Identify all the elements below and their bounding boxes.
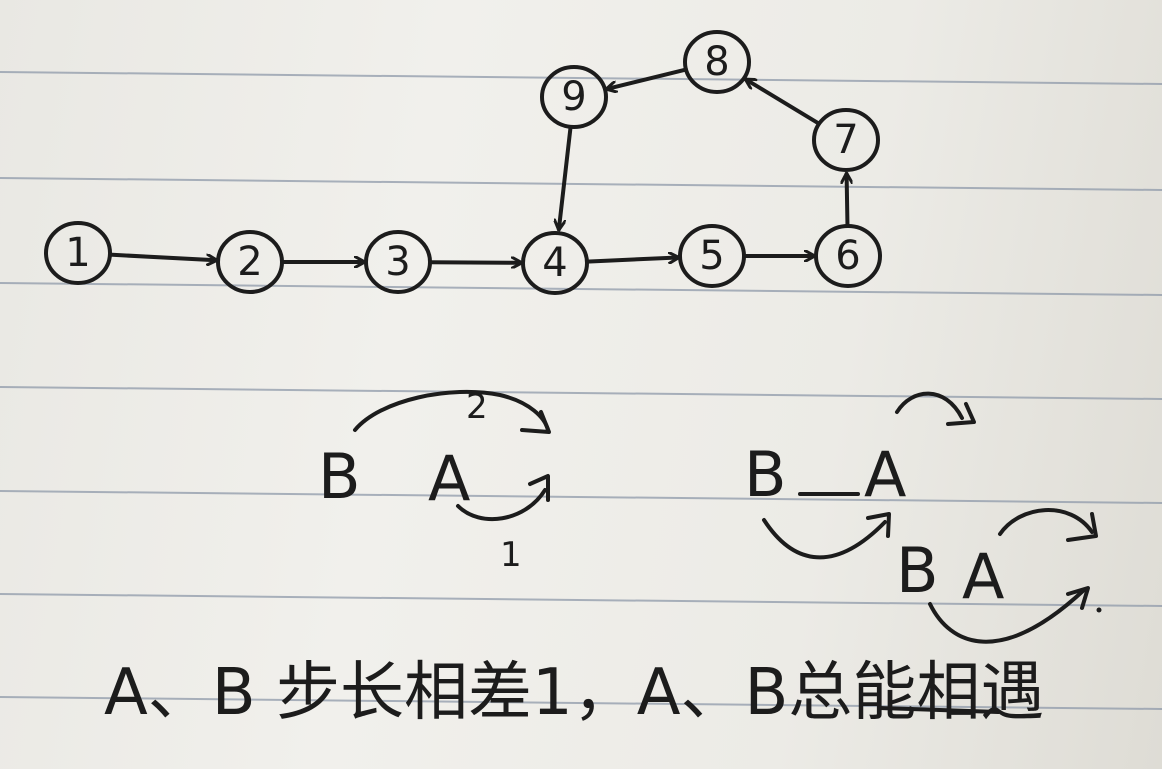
node-label: 5 [699,233,724,279]
node-circle [812,108,880,172]
step-arrow-a-before [895,391,964,420]
pointer-illustration-right: B A B A [744,391,1102,644]
edge-8-to-9 [607,67,688,89]
edge-7-to-8 [746,80,821,126]
caption-text: A、B 步长相差1，A、B总能相遇 [104,656,1044,730]
node-label: 3 [385,239,410,285]
ruled-line [0,71,1162,85]
node-1: 1 [44,221,112,285]
ink-dot [1096,607,1102,613]
graph-nodes: 1 2 3 4 5 6 7 8 9 [44,30,882,295]
ruled-line [0,282,1162,296]
pointer-illustration-left: B A 2 1 [318,387,551,575]
pointer-a-before-label: A [864,438,906,511]
node-2: 2 [216,230,284,294]
ruled-line [0,386,1162,400]
ruled-line [0,177,1162,191]
node-label: 9 [561,74,586,120]
pointer-b-before-label: B [744,438,787,511]
node-label: 6 [835,233,860,279]
ruled-line [0,593,1162,607]
node-circle [364,230,432,294]
step-arrow-a-before-head [946,402,976,426]
edge-6-to-7 [847,174,848,227]
ruled-line [0,696,1162,710]
node-circle [44,221,112,285]
graph-edges [107,67,848,263]
step-arrow-a-after-head [1066,512,1098,542]
node-7: 7 [812,108,880,172]
step-arrow-b-head [520,410,551,434]
step-arrow-b [353,389,550,432]
ruled-line [0,490,1162,504]
node-9: 9 [540,65,608,129]
edge-4-to-5 [584,258,678,262]
node-label: 8 [704,39,729,85]
node-label: 2 [237,239,262,285]
node-circle [814,224,882,288]
node-label: 7 [833,117,858,163]
node-label: 4 [542,240,567,286]
node-3: 3 [364,230,432,294]
pointer-b-label: B [318,440,361,513]
node-label: 1 [65,230,90,276]
step-arrow-b-after-head [1066,586,1090,610]
step-arrow-b-before [762,518,887,560]
node-circle [683,30,751,94]
step-arrow-b-after [928,588,1086,644]
pointer-a-label: A [428,442,470,515]
edge-9-to-4 [559,126,573,229]
step-arrow-a-after [998,508,1094,536]
edge-1-to-2 [107,252,216,261]
node-circle [216,230,284,294]
step-arrow-b-before-head [866,512,891,538]
node-6: 6 [814,224,882,288]
ruled-lines [0,71,1162,710]
node-4: 4 [521,231,589,295]
node-circle [678,224,746,288]
node-circle [521,231,589,295]
step-count-a: 1 [500,535,522,575]
edge-3-to-4 [427,262,521,263]
step-arrow-a [456,488,547,521]
node-circle [540,65,608,129]
caption-underline [878,706,1000,714]
node-8: 8 [683,30,751,94]
step-arrow-a-head [528,474,550,502]
node-5: 5 [678,224,746,288]
pointer-a-after-label: A [962,540,1004,613]
step-count-b: 2 [466,387,488,427]
pointer-b-after-label: B [896,534,939,607]
